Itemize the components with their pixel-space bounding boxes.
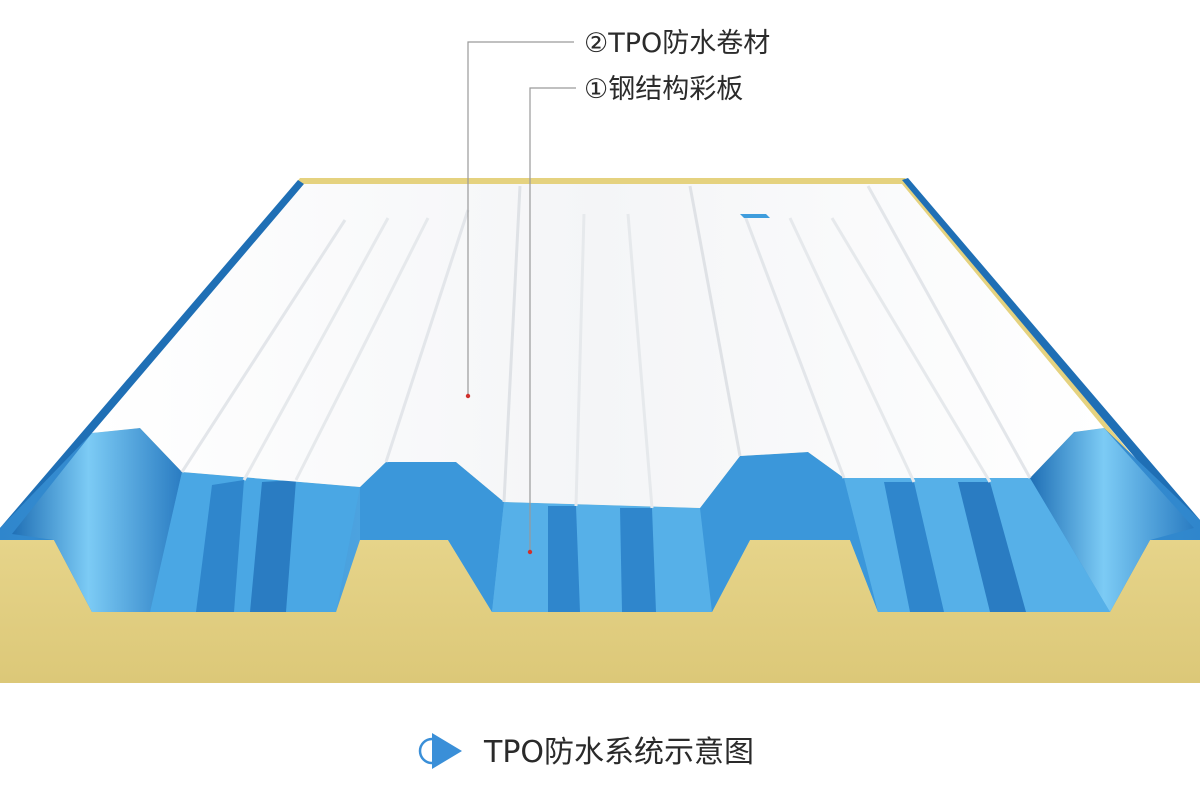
caption-arrow-icon xyxy=(420,733,462,769)
steel-peek xyxy=(740,214,770,218)
caption: TPO防水系统示意图 xyxy=(420,733,754,770)
steel-pan-middle xyxy=(492,502,712,612)
callout-label-steel: ①钢结构彩板 xyxy=(584,74,743,105)
steel-stiffener-m1 xyxy=(548,506,580,612)
steel-stiffener-m2 xyxy=(620,508,656,612)
anchor-dot-steel xyxy=(528,550,532,554)
callout-label-membrane: ②TPO防水卷材 xyxy=(584,28,770,59)
caption-title: TPO防水系统示意图 xyxy=(483,735,754,770)
anchor-dot-membrane xyxy=(466,394,470,398)
